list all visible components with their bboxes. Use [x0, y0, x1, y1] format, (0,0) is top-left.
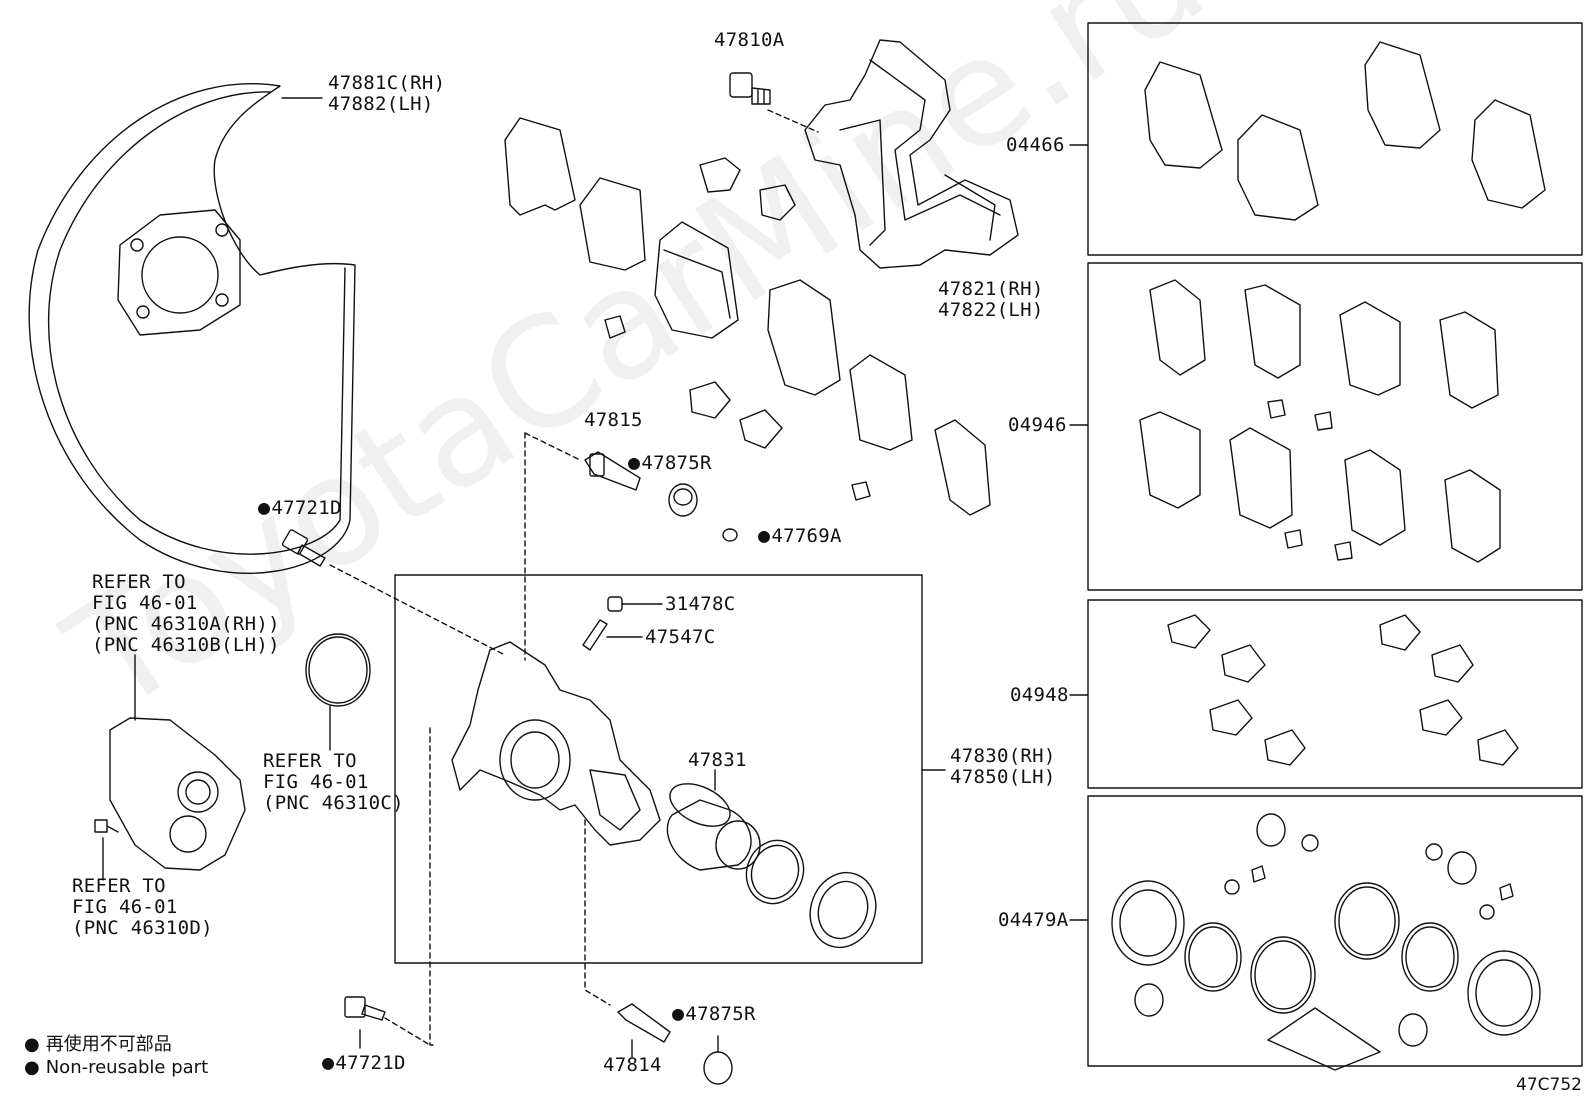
label-bleeder-47547C: 47547C: [645, 626, 716, 648]
kit-04466-pads: [1144, 41, 1546, 221]
bleeder-47547C: [582, 619, 608, 651]
label-boot-47875R-bottom: 47875R: [672, 1003, 756, 1025]
label-boot-47875R-top: 47875R: [628, 452, 712, 474]
bullet-icon: ●: [24, 1034, 40, 1055]
label-kit-04466: 04466: [1006, 134, 1065, 156]
label-cap-31478C: 31478C: [665, 593, 736, 615]
label-bolt-47721D-top: 47721D: [258, 497, 342, 519]
kit-04479A-seals: [1111, 813, 1541, 1071]
brake-actuator: [109, 717, 246, 871]
label-refer-46310: REFER TO FIG 46-01 (PNC 46310A(RH)) (PNC…: [92, 571, 280, 656]
legend-line-jp: ●再使用不可部品: [24, 1034, 172, 1056]
kit-box-04466: [1087, 22, 1583, 256]
shim-pads-center: [504, 117, 991, 516]
label-pin-47815: 47815: [584, 409, 643, 431]
boot-47875R-bottom: [703, 1051, 733, 1085]
pin-47815: [584, 451, 641, 491]
seal-ring: [745, 839, 805, 905]
figure-code: 47C752: [1516, 1075, 1582, 1095]
label-piston-47831: 47831: [688, 749, 747, 771]
kit-04946-shims: [1139, 279, 1501, 563]
legend-text-en: Non-reusable part: [45, 1057, 209, 1078]
caliper-support: [804, 39, 1019, 269]
kit-box-04946: [1087, 262, 1583, 591]
legend-text-jp: 再使用不可部品: [45, 1034, 172, 1055]
kit-box-04479A: [1087, 795, 1583, 1067]
label-kit-04946: 04946: [1008, 414, 1067, 436]
label-dust-shield: 47881C(RH) 47882(LH): [328, 72, 446, 115]
piston-boot: [809, 871, 877, 949]
label-caliper-support: 47821(RH) 47822(LH): [938, 278, 1044, 321]
bolt-47721D-top: [281, 529, 326, 567]
o-ring: [305, 633, 371, 707]
label-pin-47814: 47814: [603, 1054, 662, 1076]
label-bolt-47810A: 47810A: [714, 29, 785, 51]
label-bolt-47721D-bottom: 47721D: [322, 1052, 406, 1074]
legend-line-en: ●Non-reusable part: [24, 1057, 208, 1079]
caliper-box: [394, 574, 923, 964]
screw-actuator: [94, 819, 119, 833]
label-kit-04479A: 04479A: [998, 909, 1069, 931]
pin-47814: [617, 1003, 671, 1043]
bolt-47810A: [729, 72, 771, 105]
caliper-body: [451, 641, 661, 846]
dust-shield: [28, 83, 356, 574]
cap-31478C: [607, 596, 623, 612]
label-cap-47769A: 47769A: [758, 525, 842, 547]
label-caliper: 47830(RH) 47850(LH): [950, 745, 1056, 788]
kit-box-04948: [1087, 599, 1583, 789]
piston-47831: [666, 783, 761, 871]
label-refer-46310C: REFER TO FIG 46-01 (PNC 46310C): [263, 750, 404, 814]
bullet-icon: ●: [24, 1057, 40, 1078]
label-refer-46310D: REFER TO FIG 46-01 (PNC 46310D): [72, 875, 213, 939]
boot-47875R-top: [668, 483, 698, 517]
bolt-47721D-bottom: [344, 996, 386, 1021]
label-kit-04948: 04948: [1010, 684, 1069, 706]
kit-04948-clips: [1167, 614, 1519, 766]
cap-47769A: [722, 528, 738, 542]
